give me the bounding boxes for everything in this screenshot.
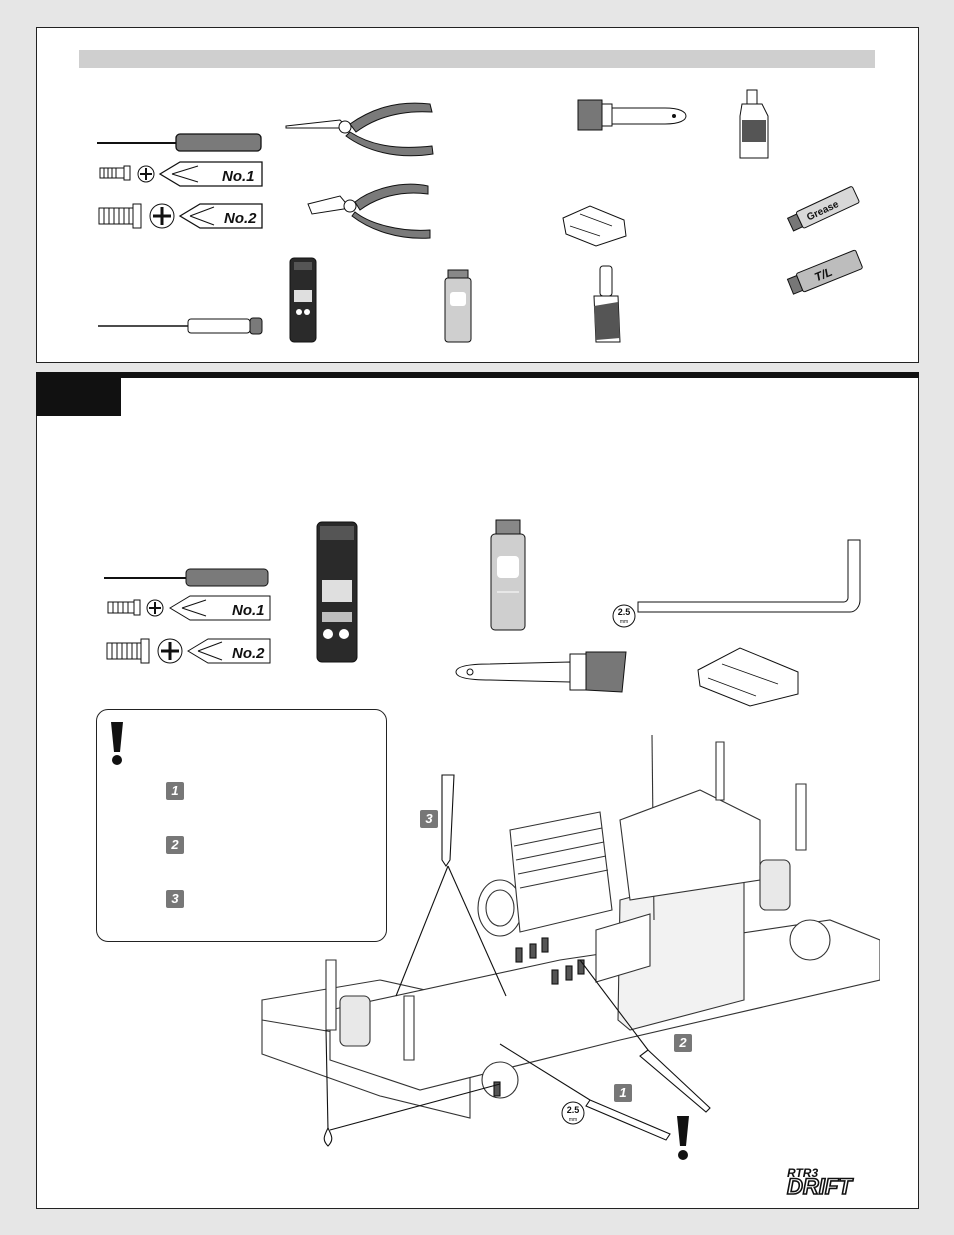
callout-badge-1: 1 [614,1084,632,1102]
no1-bit-icon: No.1 [158,161,263,187]
threadlock-bottle-icon [593,265,621,343]
tools-illustrations: No.1 No.2 [97,89,863,343]
filter-oil-bottle-icon [739,89,769,159]
needle-nose-pliers-icon [285,102,434,157]
step-paint-brush-icon [455,651,627,693]
step-phillips-screwdriver-icon [104,568,269,587]
hex-wrench-callout-icon [585,1099,671,1141]
oil-drop-icon [323,1126,333,1147]
tl-tube-icon: T/L [786,249,863,295]
rear-hub-icon [789,919,831,961]
small-screwdriver-icon [98,317,263,335]
brand-small: RTR3 [787,1166,818,1180]
paint-brush-icon [577,99,687,131]
caution-badge-2: 2 [166,836,184,854]
wrench-size-callout: 2.5 mm [561,1101,585,1125]
large-screw-icon [98,203,175,229]
body-post-rear-icon [715,741,725,801]
body-post-front-right-icon [403,995,415,1061]
phillips-screwdriver-icon [97,133,262,152]
brand-logo: RTR3 DRIFT [786,1166,854,1196]
receiver-box-icon [595,913,651,983]
callout-badge-3: 3 [420,810,438,828]
driver-tip-3-icon [441,774,455,867]
driver-tip-2-icon [639,1049,711,1113]
tl-label: T/L [812,265,834,285]
step-no2-label: No.2 [232,645,265,662]
front-hub-icon [481,1061,519,1099]
exclamation-icon [111,722,123,765]
hex-wrench-size: 2.5 [618,607,631,617]
step-small-screw-icon: No.1 [107,595,271,621]
step-rag-icon [697,647,799,707]
car-chassis-illustration [261,734,880,1147]
tools-header-bar [79,50,875,68]
rear-shock-tower-icon [619,789,761,901]
diagonal-cutters-icon [307,183,431,239]
step-no1-label: No.1 [232,602,265,619]
hex-wrench-icon: 2.5 mm [612,539,861,628]
step-oil-bottle-icon [490,519,526,631]
step-tools-illustrations: No.1 No.2 2.5 mm [104,519,861,707]
tools-panel [36,27,919,363]
no2-bit-icon: No.2 [178,203,263,229]
small-screw-icon [99,165,155,183]
no1-label: No.1 [222,168,255,185]
caution-badge-1: 1 [166,782,184,800]
callout-wrench-size: 2.5 [567,1105,580,1115]
body-post-rear-right-icon [795,783,807,851]
callout-wrench-unit: mm [569,1117,577,1123]
callout-badge-2: 2 [674,1034,692,1052]
step-header-rule [36,372,919,378]
caution-box: 1 2 3 [96,709,387,942]
brand-big: DRIFT [787,1174,853,1196]
warning-exclamation-icon [677,1116,689,1160]
no2-label: No.2 [224,210,257,227]
oil-bottle-icon [444,269,472,343]
nitro-cleaner-can-icon [289,257,317,343]
step-number-tab [36,372,121,416]
step-nitro-cleaner-can-icon [316,521,358,663]
front-shock-icon [339,995,371,1047]
step-large-screw-icon: No.2 [106,638,271,664]
caution-badge-3: 3 [166,890,184,908]
rear-shock-icon [759,859,791,911]
hex-wrench-unit: mm [620,619,628,625]
screws-group-icon [493,937,585,1097]
grease-tube-icon: Grease [786,186,860,232]
rag-icon [562,205,627,247]
body-post-front-icon [325,959,337,1031]
